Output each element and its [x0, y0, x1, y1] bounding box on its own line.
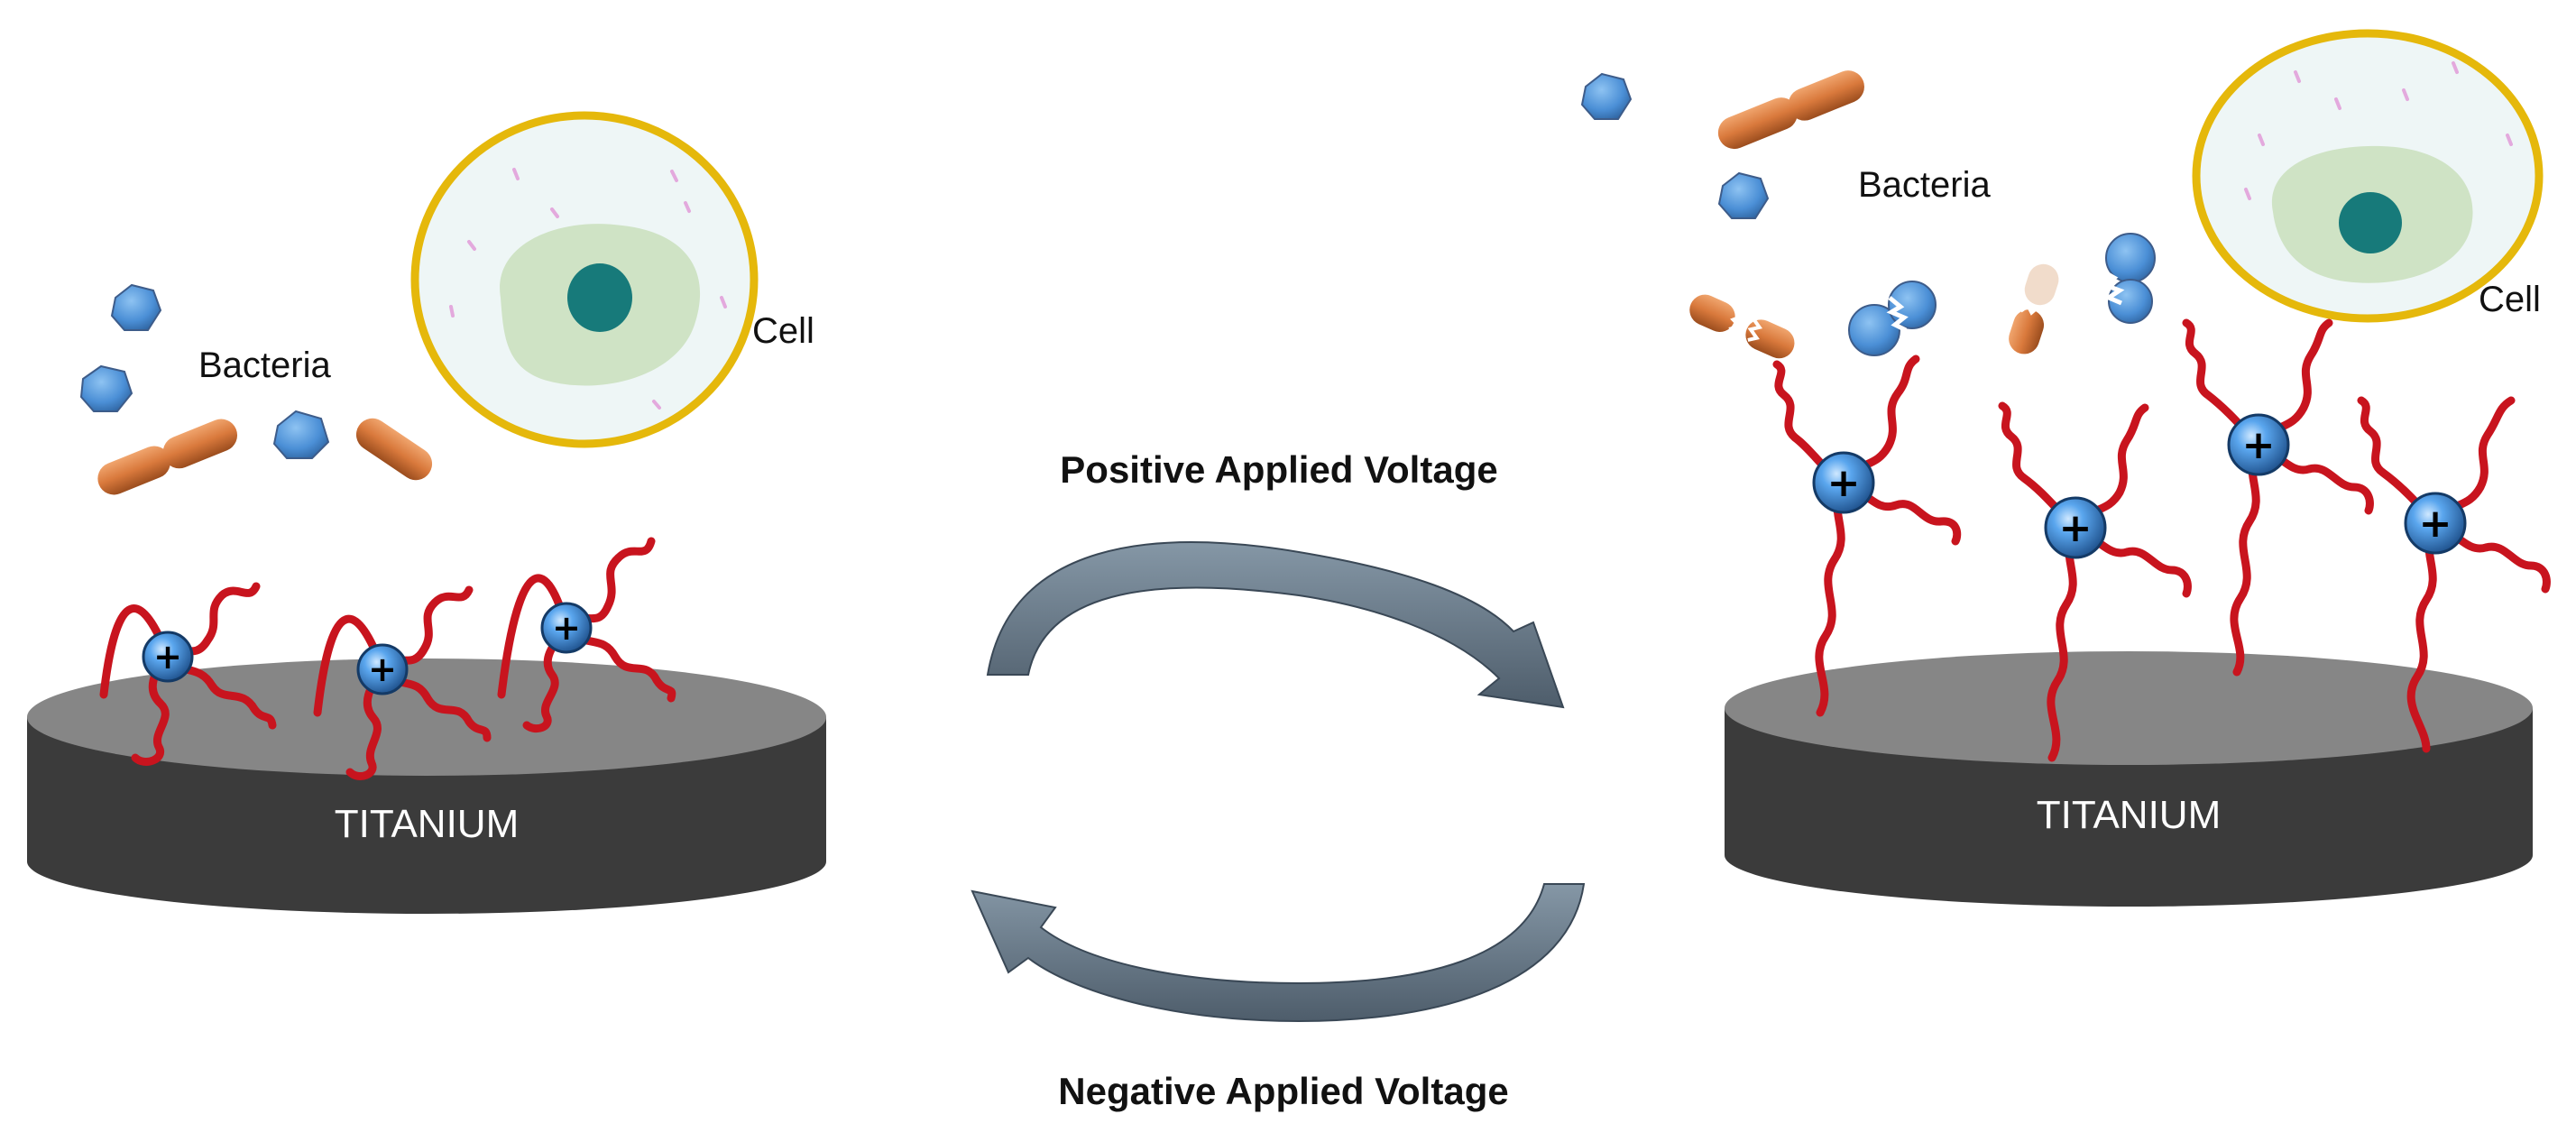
- negative-voltage-arrow: [971, 883, 1586, 1023]
- voltage-cycle: Positive Applied Voltage Negative Applie…: [971, 448, 1586, 1112]
- svg-text:+: +: [2059, 505, 2093, 551]
- cell-organelles: [449, 168, 727, 410]
- positive-charge-bead: +: [2404, 492, 2467, 555]
- positive-charge-bead: +: [1812, 451, 1875, 514]
- left-charge-beads: + + +: [142, 602, 593, 695]
- svg-text:+: +: [552, 608, 581, 648]
- coccus-bacterium: [79, 364, 133, 412]
- cell-nucleus: [2339, 192, 2402, 253]
- positive-charge-bead: +: [142, 631, 194, 683]
- coccus-bacterium: [110, 283, 162, 331]
- damaged-rod-bacterium: [1689, 294, 1795, 359]
- left-bacteria-label: Bacteria: [198, 345, 331, 385]
- right-bacteria-label: Bacteria: [1858, 165, 1991, 205]
- positive-charge-bead: +: [356, 643, 409, 695]
- positive-charge-bead: +: [2227, 413, 2290, 476]
- positive-voltage-arrow: [986, 541, 1565, 709]
- left-bacteria-group: [79, 283, 433, 495]
- rod-bacterium: [97, 419, 238, 495]
- damaged-rod-bacterium: [2009, 263, 2059, 355]
- coccus-bacterium: [1717, 171, 1770, 219]
- cell-nucleus: [567, 263, 632, 332]
- positive-voltage-label: Positive Applied Voltage: [1060, 448, 1497, 491]
- right-cell: [2192, 29, 2544, 323]
- right-panel: Cell: [1580, 29, 2551, 907]
- cell-organelles: [2244, 61, 2513, 200]
- right-plate-label: TITANIUM: [2037, 793, 2222, 837]
- damaged-coccus-bacterium: [1848, 281, 1937, 356]
- right-titanium-plate: [1725, 651, 2533, 907]
- positive-charge-bead: +: [2044, 496, 2107, 559]
- svg-text:+: +: [1827, 460, 1861, 506]
- svg-text:+: +: [2242, 422, 2276, 468]
- right-cell-label: Cell: [2479, 280, 2541, 319]
- left-panel: Cell Bacteria TITANIUM: [27, 111, 826, 914]
- left-cell-label: Cell: [752, 311, 814, 351]
- left-titanium-plate: [27, 658, 826, 914]
- right-bacteria-group: [1580, 70, 2156, 359]
- right-polymer-chains: [1772, 318, 2551, 762]
- svg-text:+: +: [2419, 501, 2452, 547]
- positive-charge-bead: +: [540, 602, 593, 654]
- rod-bacterium: [355, 418, 433, 481]
- left-cell: [410, 111, 759, 448]
- svg-text:+: +: [368, 649, 397, 689]
- rod-bacterium: [1717, 70, 1864, 150]
- coccus-bacterium: [1580, 72, 1633, 120]
- damaged-coccus-bacterium: [2100, 233, 2156, 324]
- coccus-bacterium: [272, 410, 330, 459]
- right-charge-beads: + + + +: [1812, 413, 2467, 559]
- svg-text:+: +: [153, 637, 182, 677]
- negative-voltage-label: Negative Applied Voltage: [1058, 1070, 1508, 1112]
- left-plate-label: TITANIUM: [335, 802, 520, 846]
